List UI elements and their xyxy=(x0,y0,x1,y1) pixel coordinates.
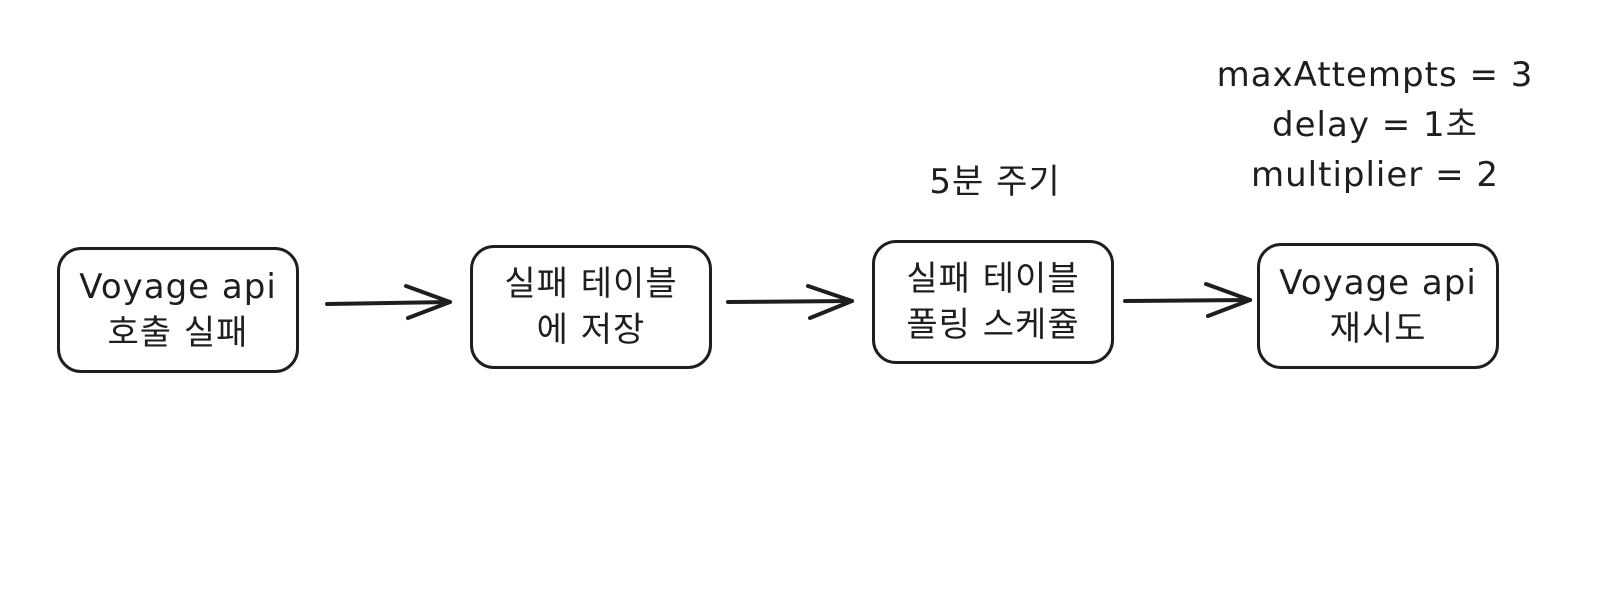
node-3-line-2: 폴링 스케쥴 xyxy=(906,305,1080,345)
arrow-3-head xyxy=(1204,282,1252,318)
arrow-1-shaft xyxy=(325,300,452,306)
node-api-call-failure: Voyage api 호출 실패 xyxy=(57,247,299,373)
node-1-line-2: 호출 실패 xyxy=(107,313,249,353)
retry-max-attempts: maxAttempts = 3 xyxy=(1216,55,1534,95)
node-4-line-1: Voyage api xyxy=(1279,263,1477,303)
arrow-2-head xyxy=(806,284,854,320)
node-failure-table-polling-scheduler: 실패 테이블 폴링 스케쥴 xyxy=(872,240,1114,364)
arrow-1 xyxy=(325,284,452,320)
arrow-3 xyxy=(1123,282,1252,318)
arrow-3-shaft xyxy=(1123,298,1252,303)
arrow-2 xyxy=(726,284,854,320)
node-3-line-1: 실패 테이블 xyxy=(906,259,1080,299)
retry-multiplier: multiplier = 2 xyxy=(1251,155,1499,195)
node-4-line-2: 재시도 xyxy=(1329,309,1427,349)
retry-config-label: maxAttempts = 3 delay = 1초 multiplier = … xyxy=(1180,50,1570,200)
node-api-retry: Voyage api 재시도 xyxy=(1257,243,1499,369)
node-2-line-2: 에 저장 xyxy=(536,310,646,350)
polling-period-label: 5분 주기 xyxy=(929,162,1061,202)
node-save-failure-table: 실패 테이블 에 저장 xyxy=(470,245,712,369)
retry-delay: delay = 1초 xyxy=(1272,105,1478,145)
arrow-2-shaft xyxy=(726,299,854,304)
arrow-1-head xyxy=(404,284,452,320)
node-2-line-1: 실패 테이블 xyxy=(504,264,678,304)
node-1-line-1: Voyage api xyxy=(79,267,277,307)
